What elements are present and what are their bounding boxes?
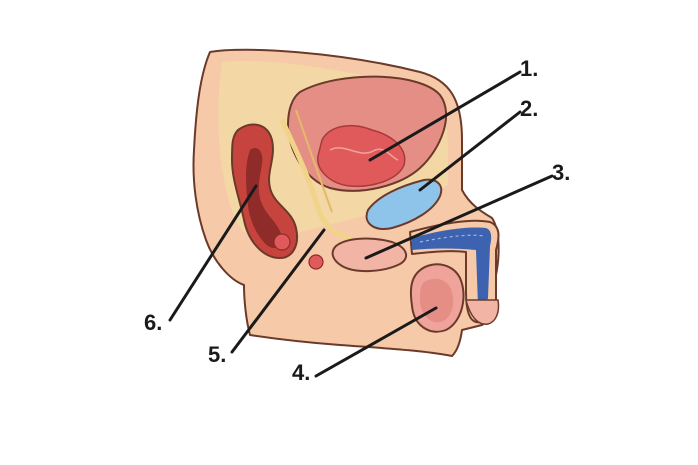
callout-4: 4. xyxy=(292,360,310,385)
callout-3: 3. xyxy=(552,160,570,185)
callout-2: 2. xyxy=(520,96,538,121)
leader-lines xyxy=(168,70,554,378)
callout-labels: 1. 2. 3. 4. 5. 6. xyxy=(144,56,570,385)
callout-1: 1. xyxy=(520,56,538,81)
callout-5: 5. xyxy=(208,342,226,367)
leader-line-2 xyxy=(418,110,522,192)
leader-line-4 xyxy=(314,306,438,378)
body-section xyxy=(192,48,500,357)
leader-line-5 xyxy=(230,228,326,354)
callout-6: 6. xyxy=(144,310,162,335)
leader-line-1 xyxy=(368,70,522,162)
leader-line-3 xyxy=(364,174,554,260)
leader-line-6 xyxy=(168,184,258,322)
